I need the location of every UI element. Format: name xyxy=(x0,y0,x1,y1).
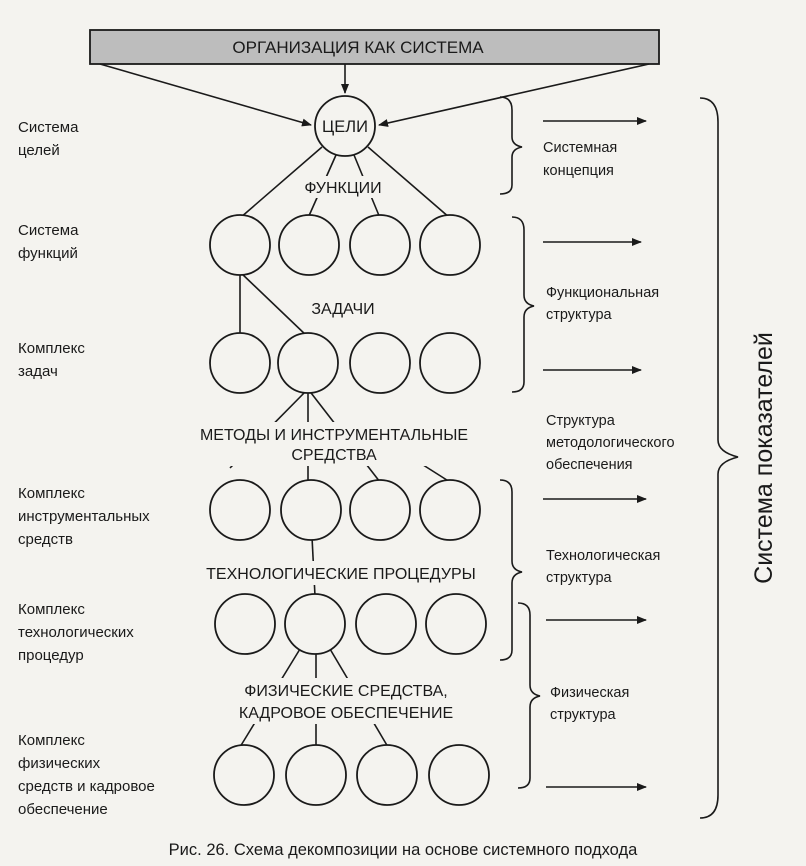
procedure-node xyxy=(284,593,346,655)
physical-node xyxy=(356,744,418,806)
physical-row xyxy=(213,744,490,806)
structure-label-methodological: Структура методологического обеспечения xyxy=(546,413,679,473)
function-node xyxy=(349,214,411,276)
level-label-goals: Система целей xyxy=(18,119,83,159)
level-label-functions: Система функций xyxy=(18,222,83,262)
procedure-node xyxy=(425,593,487,655)
goal-node: ЦЕЛИ xyxy=(314,95,376,157)
level-label-procedures: Комплекс технологических процедур xyxy=(18,601,138,664)
brace-physical xyxy=(517,602,541,789)
task-node xyxy=(209,332,271,394)
tool-node xyxy=(209,479,271,541)
figure-caption: Рис. 26. Схема декомпозиции на основе си… xyxy=(169,841,638,859)
goal-label: ЦЕЛИ xyxy=(322,118,368,136)
structure-label-functional: Функциональная структура xyxy=(546,285,663,323)
procedure-node xyxy=(355,593,417,655)
tool-node xyxy=(349,479,411,541)
label-physical-line2: КАДРОВОЕ ОБЕСПЕЧЕНИЕ xyxy=(239,705,453,722)
top-box-label: ОРГАНИЗАЦИЯ КАК СИСТЕМА xyxy=(232,38,484,57)
top-box: ОРГАНИЗАЦИЯ КАК СИСТЕМА xyxy=(89,29,660,65)
brace-functional xyxy=(511,216,535,393)
label-procedures: ТЕХНОЛОГИЧЕСКИЕ ПРОЦЕДУРЫ xyxy=(206,566,476,583)
task-node xyxy=(419,332,481,394)
top-box-frame xyxy=(89,29,660,65)
level-label-tools: Комплекс инструментальных средств xyxy=(18,485,154,548)
task-node xyxy=(349,332,411,394)
structure-labels: Системная концепция Функциональная струк… xyxy=(543,140,679,723)
label-functions: ФУНКЦИИ xyxy=(304,180,381,197)
brace-concept xyxy=(499,96,523,195)
label-physical-line1: ФИЗИЧЕСКИЕ СРЕДСТВА, xyxy=(244,683,447,700)
label-methods-line1: МЕТОДЫ И ИНСТРУМЕНТАЛЬНЫЕ xyxy=(200,427,468,444)
function-node xyxy=(209,214,271,276)
procedure-node xyxy=(214,593,276,655)
physical-node xyxy=(285,744,347,806)
label-methods-line2: СРЕДСТВА xyxy=(291,447,377,464)
structure-label-physical: Физическая структура xyxy=(550,685,633,723)
arrow-left-to-goal xyxy=(99,63,312,127)
connector-labels: ФУНКЦИИ ЗАДАЧИ МЕТОДЫ И ИНСТРУМЕНТАЛЬНЫЕ… xyxy=(172,176,504,724)
structure-label-concept: Системная концепция xyxy=(543,140,621,179)
tool-node xyxy=(419,479,481,541)
physical-node xyxy=(428,744,490,806)
tasks-row xyxy=(209,332,481,394)
arrow-right-to-goal xyxy=(378,63,650,127)
goal-arrows xyxy=(99,63,650,127)
structure-arrows xyxy=(543,117,647,791)
tools-row xyxy=(209,479,481,541)
goal-circle xyxy=(314,95,376,157)
level-label-physical: Комплекс физических средств и кадровое о… xyxy=(18,732,159,818)
procedures-row xyxy=(214,593,487,655)
tool-node xyxy=(280,479,342,541)
functions-row xyxy=(209,214,481,276)
task-node xyxy=(277,332,339,394)
group-braces xyxy=(499,96,739,819)
indicators-label: Система показателей xyxy=(750,332,778,584)
brace-indicators xyxy=(699,97,739,819)
level-label-tasks: Комплекс задач xyxy=(18,340,89,380)
function-node xyxy=(419,214,481,276)
label-tasks: ЗАДАЧИ xyxy=(311,301,374,318)
function-node xyxy=(278,214,340,276)
level-labels: Система целей Система функций Комплекс з… xyxy=(18,119,159,818)
brace-technological xyxy=(499,479,523,661)
physical-node xyxy=(213,744,275,806)
structure-label-technological: Технологическая структура xyxy=(546,548,664,586)
